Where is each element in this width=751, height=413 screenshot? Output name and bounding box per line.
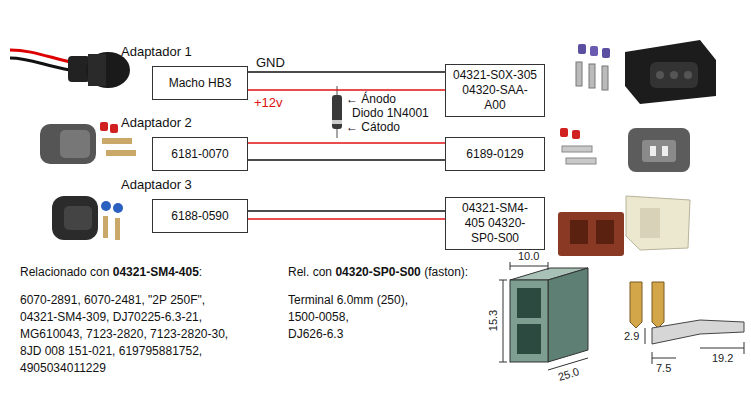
note-text: 4905034011229 bbox=[20, 361, 106, 376]
adapter-heading: Adaptador 1 bbox=[121, 44, 192, 60]
wire bbox=[248, 89, 445, 90]
note-text: 1500-0058, bbox=[288, 310, 349, 325]
technical-drawing bbox=[499, 262, 744, 370]
dimension: 2.9 bbox=[624, 330, 639, 343]
signal-name: +12v bbox=[254, 95, 283, 110]
grey-socket-kit bbox=[560, 128, 690, 172]
dark-plug bbox=[52, 196, 123, 240]
connector-box: 6189-0129 bbox=[445, 137, 545, 171]
wire bbox=[248, 218, 445, 219]
text-line: DJ626-6.3 bbox=[288, 327, 343, 342]
connector-box: Adaptador 26181-0070 bbox=[152, 137, 248, 171]
adapter-heading: Adaptador 3 bbox=[121, 177, 192, 193]
wire bbox=[248, 71, 445, 72]
dimension: 19.2 bbox=[712, 352, 733, 365]
connector-box: 04321-SM4-405 04320-SP0-S00 bbox=[445, 197, 545, 250]
note-text: 04321-SM4-309, DJ70225-6.3-21, bbox=[20, 310, 202, 325]
text-line: MG610043, 7123-2820, 7123-2820-30, bbox=[20, 327, 228, 342]
dimension: 10.0 bbox=[518, 250, 539, 263]
note-text: (faston): bbox=[424, 265, 468, 280]
part-number: 6181-0070 bbox=[171, 147, 228, 162]
connector-box: 04321-S0X-305 04320-SAA-A00 bbox=[445, 64, 545, 117]
text-line: ← Ánodo bbox=[346, 92, 396, 107]
note-text: ← Ánodo bbox=[346, 92, 396, 107]
note-text: Relacionado con bbox=[20, 265, 109, 280]
part-number: 04321-SM4-405 04320-SP0-S00 bbox=[452, 201, 538, 246]
text-line: Diodo 1N4001 bbox=[352, 106, 429, 121]
note-text: DJ626-6.3 bbox=[288, 327, 343, 342]
text-line: 6070-2891, 6070-2481, "2P 250F", bbox=[20, 293, 205, 308]
note-text: 8JD 008 151-021, 619795881752, bbox=[20, 344, 202, 359]
part-number: 04321-S0X-305 04320-SAA-A00 bbox=[452, 68, 538, 113]
note-text: 6070-2891, 6070-2481, "2P 250F", bbox=[20, 293, 205, 308]
note-text: Rel. con bbox=[288, 265, 332, 280]
text-line: 04321-SM4-309, DJ70225-6.3-21, bbox=[20, 310, 202, 325]
part-number: 6189-0129 bbox=[466, 147, 523, 162]
diode-symbol bbox=[332, 86, 342, 138]
connector-box: Adaptador 36188-0590 bbox=[152, 199, 248, 233]
hb3-plug bbox=[10, 50, 130, 88]
dimension: 15.3 bbox=[487, 310, 500, 331]
wire bbox=[248, 142, 445, 143]
text-line: ← Cátodo bbox=[346, 120, 400, 135]
wire bbox=[248, 210, 445, 211]
part-number: 04320-SP0-S00 bbox=[335, 265, 420, 280]
text-line: Rel. con04320-SP0-S00 (faston): bbox=[288, 265, 468, 280]
note-text: MG610043, 7123-2820, 7123-2820-30, bbox=[20, 327, 228, 342]
hb3-female-kit bbox=[576, 40, 716, 104]
part-number: 04321-SM4-405 bbox=[113, 265, 199, 280]
dimension: 7.5 bbox=[656, 362, 671, 375]
connector-box: Adaptador 1Macho HB3 bbox=[152, 66, 248, 100]
signal-name: GND bbox=[256, 55, 285, 70]
part-number: 6188-0590 bbox=[171, 209, 228, 224]
note-text: Terminal 6.0mm (250), bbox=[288, 293, 408, 308]
note-text: ← Cátodo bbox=[346, 120, 400, 135]
text-line: 1500-0058, bbox=[288, 310, 349, 325]
note-text: : bbox=[199, 265, 202, 280]
text-line: 8JD 008 151-021, 619795881752, bbox=[20, 344, 202, 359]
text-line: Relacionado con 04321-SM4-405: bbox=[20, 265, 202, 280]
text-line: Terminal 6.0mm (250), bbox=[288, 293, 408, 308]
text-line: 4905034011229 bbox=[20, 361, 106, 376]
adapter-heading: Adaptador 2 bbox=[121, 115, 192, 131]
part-number: Macho HB3 bbox=[169, 76, 232, 91]
faston-housings bbox=[558, 196, 690, 256]
wire bbox=[248, 159, 445, 160]
note-text: Diodo 1N4001 bbox=[352, 106, 429, 121]
dimension: 25.0 bbox=[557, 365, 581, 384]
